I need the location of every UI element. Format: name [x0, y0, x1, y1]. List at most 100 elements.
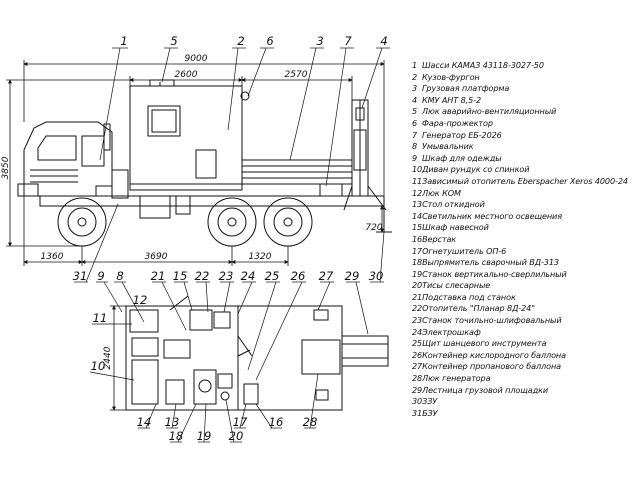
- callout-21: 21: [151, 269, 166, 283]
- legend-item: 12 Люк КОМ: [412, 188, 638, 200]
- legend-item-text: Огнетушитель ОП-6: [422, 245, 507, 256]
- callout-16: 16: [269, 415, 284, 429]
- dim-front-overhang: 1360: [41, 252, 64, 262]
- leaders-middle-row: [74, 203, 385, 381]
- dim-body-b: 2570: [285, 70, 308, 80]
- plan-dimension: [110, 305, 126, 411]
- legend-item: 9 Шкаф для одежды: [412, 153, 638, 165]
- legend-item-number: 25: [412, 338, 423, 349]
- legend-item-number: 26: [412, 349, 423, 360]
- legend-item-number: 17: [412, 245, 423, 256]
- legend-item-number: 4: [412, 94, 418, 105]
- legend-item-number: 11: [412, 175, 423, 186]
- legend-item-text: КМУ АНТ 8,5-2: [422, 94, 482, 105]
- legend-item-text: Умывальник: [422, 141, 474, 152]
- legend-item-text: Контейнер пропанового баллона: [422, 361, 562, 372]
- legend-item: 31 БЗУ: [412, 408, 638, 420]
- legend-item-text: Отопитель "Планар 8Д-24": [422, 303, 535, 314]
- dim-total-length: 9000: [185, 54, 208, 64]
- callout-6: 6: [266, 34, 273, 48]
- legend-item-number: 15: [412, 222, 423, 233]
- legend-item-number: 5: [412, 106, 418, 117]
- dim-height: 3850: [1, 156, 11, 179]
- legend-item: 22 Отопитель "Планар 8Д-24": [412, 303, 638, 315]
- legend-item-text: Люк аварийно-вентиляционный: [422, 106, 557, 117]
- legend-item-number: 8: [412, 141, 418, 152]
- callout-3: 3: [316, 34, 323, 48]
- legend-item: 4 КМУ АНТ 8,5-2: [412, 95, 638, 107]
- legend-item-text: Светильник местного освещения: [422, 210, 562, 221]
- callout-9: 9: [97, 269, 104, 283]
- callout-2: 2: [237, 34, 244, 48]
- legend-item-number: 1: [412, 60, 418, 70]
- legend-item-number: 20: [412, 280, 423, 291]
- legend-item: 19 Станок вертикально-сверлильный: [412, 269, 638, 281]
- legend-item-number: 14: [412, 210, 423, 221]
- legend-item-number: 9: [412, 152, 418, 163]
- legend-item-text: Фара-прожектор: [422, 117, 493, 128]
- legend-item-text: Тисы слесарные: [422, 280, 491, 291]
- dim-floor-width: 2440: [103, 346, 113, 369]
- side-view: [17, 79, 392, 247]
- legend-item: 7 Генератор ЕБ-2026: [412, 130, 638, 142]
- legend-item-text: Выпрямитель сварочный ВД-313: [422, 257, 559, 268]
- callout-12: 12: [133, 293, 148, 307]
- legend-item-number: 29: [412, 384, 423, 395]
- callouts-top: 1 5 2 6 3 7 4: [120, 34, 387, 48]
- legend-item-text: Станок вертикально-сверлильный: [422, 268, 567, 279]
- legend-item-number: 28: [412, 373, 423, 384]
- callout-23: 23: [219, 269, 234, 283]
- van-body: [129, 79, 243, 191]
- legend-item: 28 Люк генератора: [412, 373, 638, 385]
- legend-item-text: БЗУ: [422, 407, 438, 418]
- callout-18: 18: [169, 429, 184, 443]
- legend-item: 16 Верстак: [412, 234, 638, 246]
- callout-27: 27: [319, 269, 334, 283]
- legend-item-text: Зависимый отопитель Eberspacher Xeros 40…: [422, 175, 628, 186]
- legend-item-number: 7: [412, 129, 418, 140]
- callout-10: 10: [91, 359, 106, 373]
- legend-item: 27 Контейнер пропанового баллона: [412, 361, 638, 373]
- callout-11: 11: [93, 311, 108, 325]
- legend-item-number: 13: [412, 199, 423, 210]
- truck-cab: [17, 121, 113, 197]
- callout-4: 4: [380, 34, 387, 48]
- legend-item-text: Грузовая платформа: [422, 83, 510, 94]
- legend-item-text: Люк КОМ: [422, 187, 461, 198]
- callout-28: 28: [303, 415, 318, 429]
- legend-item-text: Электрошкаф: [422, 326, 481, 337]
- callout-20: 20: [229, 429, 244, 443]
- legend-item-number: 16: [412, 233, 423, 244]
- legend-item: 2 Кузов-фургон: [412, 72, 638, 84]
- wheel-rear-1: [207, 197, 257, 247]
- legend-item-text: Стол откидной: [422, 199, 485, 210]
- legend-item: 13 Стол откидной: [412, 199, 638, 211]
- callout-22: 22: [195, 269, 210, 283]
- legend-item-text: Верстак: [422, 233, 457, 244]
- legend-item-number: 19: [412, 268, 423, 279]
- dim-rear-720: 720: [365, 223, 382, 233]
- legend-item-number: 12: [412, 187, 423, 198]
- legend-item-text: Станок точильно-шлифовальный: [422, 315, 562, 326]
- legend-item-number: 31: [412, 407, 423, 418]
- leaders-top: [99, 47, 390, 187]
- callout-25: 25: [265, 269, 280, 283]
- cargo-platform: [241, 159, 353, 197]
- callout-1: 1: [120, 34, 127, 48]
- legend-item-text: Диван рундук со спинкой: [422, 164, 530, 175]
- legend-item: 26 Контейнер кислородного баллона: [412, 350, 638, 362]
- legend-item: 29 Лестница грузовой площадки: [412, 385, 638, 397]
- legend-item: 17 Огнетушитель ОП-6: [412, 246, 638, 258]
- crane: [343, 99, 387, 211]
- legend-item: 10 Диван рундук со спинкой: [412, 164, 638, 176]
- legend-item: 18 Выпрямитель сварочный ВД-313: [412, 257, 638, 269]
- callout-8: 8: [116, 269, 123, 283]
- callouts-middle-row: 31 9 8 21 15 22 23 24 25 26 27 29 30: [73, 269, 384, 283]
- legend-item: 11 Зависимый отопитель Eberspacher Xeros…: [412, 176, 638, 188]
- chassis-frame: [39, 195, 385, 207]
- callout-7: 7: [344, 34, 352, 48]
- legend-item: 1 Шасси КАМАЗ 43118-3027-50: [412, 60, 638, 72]
- legend-item-text: Подставка под станок: [422, 291, 516, 302]
- wheel-front: [57, 197, 107, 247]
- legend-item: 20 Тисы слесарные: [412, 280, 638, 292]
